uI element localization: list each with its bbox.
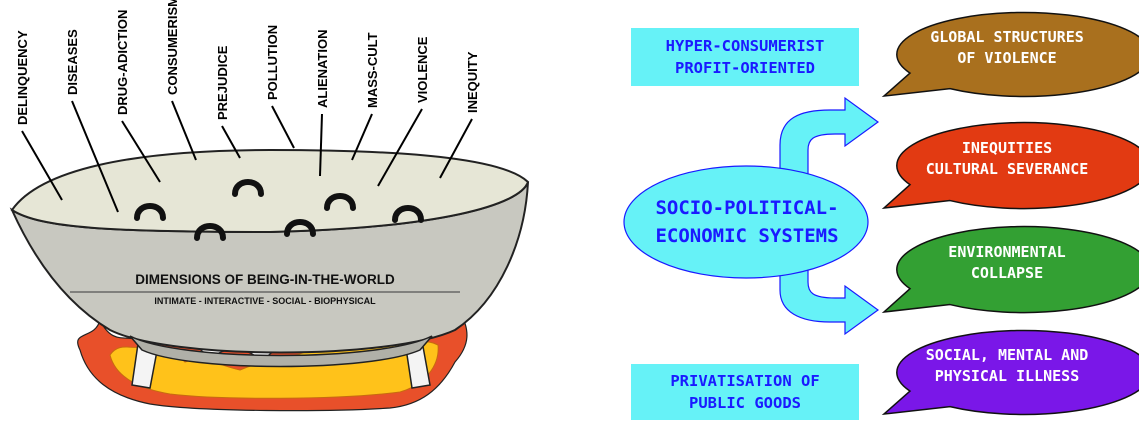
- outcome-bubble-1: [881, 11, 1139, 98]
- pointer-line-pollution: [271, 105, 295, 149]
- floating-arc: [284, 219, 316, 237]
- bowl-illustration: [9, 100, 530, 412]
- driver-top-line2: PROFIT-ORIENTED: [675, 59, 815, 77]
- floating-arc: [392, 205, 424, 223]
- outcome-label-3: ENVIRONMENTAL COLLAPSE: [886, 226, 1128, 300]
- outcome-label-1-line2: OF VIOLENCE: [957, 49, 1057, 67]
- outcome-label-1-line1: GLOBAL STRUCTURES: [930, 28, 1084, 46]
- outcome-label-2-line1: INEQUITIES: [961, 139, 1053, 157]
- floating-arc: [324, 193, 356, 211]
- pointer-line-alienation: [319, 113, 323, 177]
- pointer-line-mass-cult: [351, 113, 373, 161]
- outcome-bubble-2: [881, 121, 1139, 210]
- floating-arc: [194, 223, 226, 241]
- outcome-label-3-line2: COLLAPSE: [970, 264, 1044, 282]
- outcome-label-4-line1: SOCIAL, MENTAL AND: [925, 346, 1089, 364]
- outcome-label-2-line2: CULTURAL SEVERANCE: [925, 160, 1089, 178]
- outcome-bubble-4: [881, 329, 1139, 416]
- pointer-line-violence: [377, 108, 423, 187]
- pointer-line-diseases: [71, 100, 119, 213]
- center-label: SOCIO-POLITICAL- ECONOMIC SYSTEMS: [624, 192, 870, 252]
- outcome-label-3-line1: ENVIRONMENTAL: [948, 243, 1066, 261]
- driver-top: HYPER-CONSUMERIST PROFIT-ORIENTED: [631, 28, 859, 86]
- center-label-line2: ECONOMIC SYSTEMS: [655, 225, 839, 247]
- driver-top-line1: HYPER-CONSUMERIST: [665, 37, 825, 55]
- driver-bottom-line1: PRIVATISATION OF: [670, 372, 820, 390]
- center-label-line1: SOCIO-POLITICAL-: [655, 197, 839, 219]
- driver-bottom: PRIVATISATION OF PUBLIC GOODS: [631, 364, 859, 420]
- arrow-down: [779, 259, 880, 336]
- bowl-base: [129, 335, 433, 368]
- outcome-label-1: GLOBAL STRUCTURES OF VIOLENCE: [886, 12, 1128, 84]
- bowl-subtitle: INTIMATE - INTERACTIVE - SOCIAL - BIOPHY…: [154, 296, 376, 306]
- outcome-label-2: INEQUITIES CULTURAL SEVERANCE: [886, 122, 1128, 196]
- floating-arc: [232, 179, 264, 197]
- pointer-line-delinquency: [21, 130, 63, 201]
- pointer-line-drug-adiction: [121, 120, 161, 183]
- bowl-title: DIMENSIONS OF BEING-IN-THE-WORLD: [135, 272, 395, 287]
- outcome-bubble-3: [881, 225, 1139, 314]
- arrow-up: [779, 96, 880, 181]
- pointer-line-prejudice: [221, 125, 241, 159]
- pointer-line-inequity: [439, 118, 473, 179]
- floating-arc: [134, 203, 166, 221]
- center-ellipse: [623, 165, 869, 279]
- pointer-line-consumerism: [171, 100, 197, 161]
- outcome-label-4-line2: PHYSICAL ILLNESS: [934, 367, 1080, 385]
- outcome-label-4: SOCIAL, MENTAL AND PHYSICAL ILLNESS: [886, 330, 1128, 402]
- driver-bottom-line2: PUBLIC GOODS: [689, 394, 801, 412]
